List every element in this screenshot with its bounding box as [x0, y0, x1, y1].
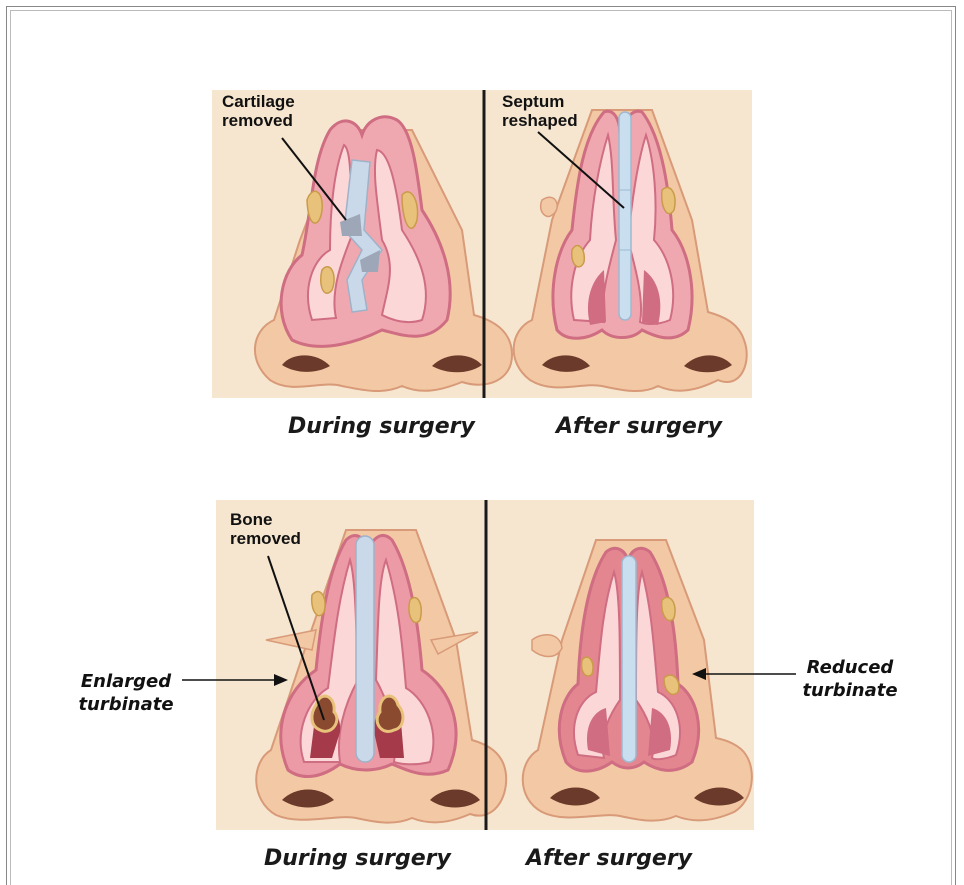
- top-left-caption: During surgery: [288, 414, 475, 439]
- septum-reshaped-label: Septum reshaped: [502, 92, 578, 130]
- bottom-left-nose: [256, 530, 506, 823]
- top-illustration: Cartilage removed Septum reshaped: [212, 90, 752, 398]
- top-left-nose: [255, 117, 512, 391]
- enlarged-turbinate-label: Enlarged turbinate: [70, 670, 182, 716]
- bottom-illustration: Bone removed: [216, 500, 754, 830]
- label-line: removed: [222, 111, 295, 130]
- top-right-caption: After surgery: [556, 414, 722, 439]
- label-line: Enlarged: [70, 670, 182, 693]
- label-line: turbinate: [70, 693, 182, 716]
- enlarged-turbinate-arrow: [180, 670, 290, 690]
- cartilage-removed-label: Cartilage removed: [222, 92, 295, 130]
- label-line: removed: [230, 529, 301, 548]
- reduced-turbinate-label: Reduced turbinate: [800, 656, 900, 702]
- septum: [356, 536, 374, 762]
- bone-removed-label: Bone removed: [230, 510, 301, 548]
- label-line: Reduced: [800, 656, 900, 679]
- top-illustration-svg: [212, 90, 752, 398]
- septum: [619, 112, 631, 320]
- top-right-nose: [514, 110, 747, 391]
- bottom-left-caption: During surgery: [264, 846, 451, 871]
- label-line: Bone: [230, 510, 301, 529]
- label-line: reshaped: [502, 111, 578, 130]
- reduced-turbinate-arrow: [690, 664, 800, 684]
- bottom-illustration-svg: [216, 500, 754, 830]
- septum: [622, 556, 636, 762]
- label-line: Cartilage: [222, 92, 295, 111]
- bottom-right-caption: After surgery: [526, 846, 692, 871]
- label-line: Septum: [502, 92, 578, 111]
- label-line: turbinate: [800, 679, 900, 702]
